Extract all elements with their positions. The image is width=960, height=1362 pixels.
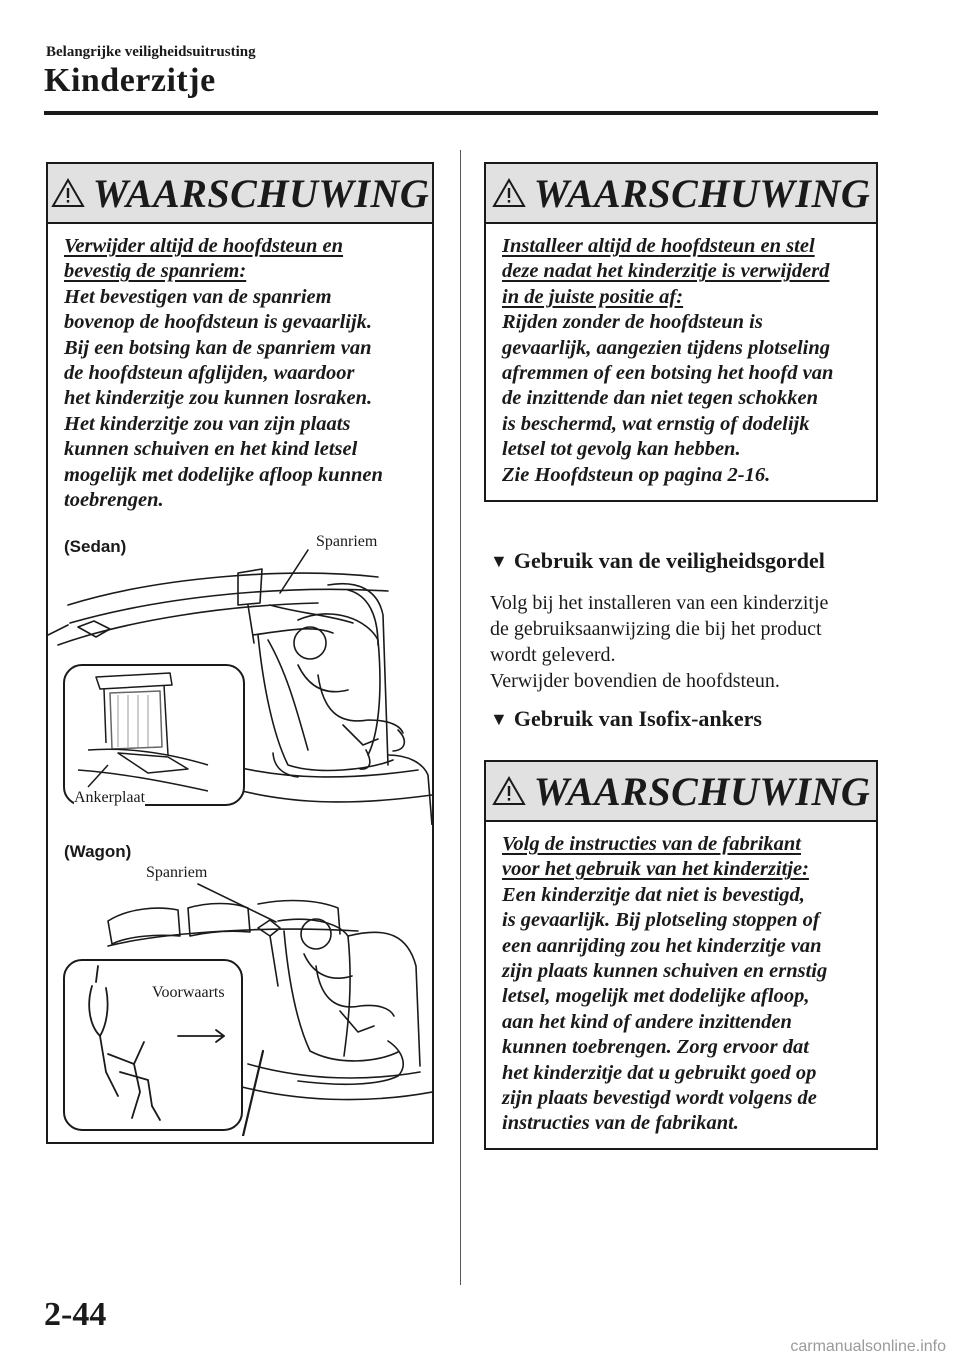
isofix-heading-text: Gebruik van Isofix-ankers [513,706,762,731]
warning-header: WAARSCHUWING [486,164,876,224]
body-line: de gebruiksaanwijzing die bij het produc… [490,618,822,640]
warning-underlined-line: in de juiste positie af: [502,285,684,308]
warning-underlined-line: Verwijder altijd de hoofdsteun en [64,235,344,257]
warning-triangle-icon [51,178,85,207]
warning-title: WAARSCHUWING [92,170,430,216]
sedan-illustration: (Sedan) Spanriem [48,525,432,825]
warning-line: afremmen of een botsing het hoofd van [502,362,834,385]
forward-callout: Voorwaarts [152,984,225,1001]
seatbelt-heading-text: Gebruik van de veiligheidsgordel [513,548,825,573]
warning-line: aan het kind of andere inzittenden [502,1010,792,1033]
page-title: Kinderzitje [44,62,216,99]
anchor-plate-callout: Ankerplaat [74,789,146,807]
page-number: 2-44 [44,1296,107,1333]
strap-callout: Spanriem [316,533,378,550]
warning-line: het kinderzitje dat u gebruikt goed op [502,1061,817,1084]
body-line: Volg bij het installeren van een kinderz… [490,592,829,614]
warning-title: WAARSCHUWING [533,170,871,216]
warning-line: het kinderzitje zou kunnen losraken. [64,387,373,410]
warning-line: bovenop de hoofdsteun is gevaarlijk. [64,311,373,334]
wagon-label: (Wagon) [64,842,132,861]
warning-line: toebrengen. [64,489,164,512]
body-line: wordt geleverd. [490,644,616,666]
wagon-illustration: (Wagon) Spanriem [48,836,432,1136]
watermark: carmanualsonline.info [790,1338,946,1355]
warning-triangle-icon [492,776,526,805]
warning-body: Volg de instructies van de fabrikant voo… [486,822,876,1137]
sedan-label: (Sedan) [64,537,127,556]
body-line: Verwijder bovendien de hoofdsteun. [490,670,780,692]
warning-triangle-icon [492,178,526,207]
title-rule [44,111,878,115]
warning-line: kunnen toebrengen. Zorg ervoor dat [502,1036,809,1059]
sedan-seat-drawing [48,549,432,825]
section-triangle-icon: ▼ [490,708,508,729]
warning-line: mogelijk met dodelijke afloop kunnen [64,463,383,486]
warning-underlined-line: deze nadat het kinderzitje is verwijderd [502,260,830,283]
warning-line: is gevaarlijk. Bij plotseling stoppen of [502,909,820,932]
section-triangle-icon: ▼ [490,550,508,571]
warning-box-right-top: WAARSCHUWING Installeer altijd de hoofds… [484,162,878,502]
warning-line: de inzittende dan niet tegen schokken [502,387,819,410]
warning-line: is beschermd, wat ernstig of dodelijk [502,412,810,435]
warning-header: WAARSCHUWING [48,164,432,224]
warning-line: Rijden zonder de hoofdsteun is [502,311,763,334]
warning-line: letsel, mogelijk met dodelijke afloop, [502,985,810,1008]
warning-box-right-bottom: WAARSCHUWING Volg de instructies van de … [484,760,878,1150]
warning-line: gevaarlijk, aangezien tijdens plotseling [502,336,831,359]
warning-line: Het kinderzitje zou van zijn plaats [64,412,351,435]
warning-line: Bij een botsing kan de spanriem van [64,336,372,359]
warning-line: een aanrijding zou het kinderzitje van [502,934,822,957]
warning-line: instructies van de fabrikant. [502,1112,739,1135]
warning-header: WAARSCHUWING [486,762,876,822]
warning-line: Zie Hoofdsteun op pagina 2-16. [502,463,771,486]
warning-underlined-line: bevestig de spanriem: [64,260,247,283]
warning-line: kunnen schuiven en het kind letsel [64,438,358,461]
section-label: Belangrijke veiligheidsuitrusting [46,44,256,60]
seatbelt-heading: ▼ Gebruik van de veiligheidsgordel [490,548,825,574]
warning-line: de hoofdsteun afglijden, waardoor [64,362,355,385]
warning-line: Het bevestigen van de spanriem [64,285,332,308]
warning-line: letsel tot gevolg kan hebben. [502,438,741,461]
warning-body: Verwijder altijd de hoofdsteun en bevest… [48,224,432,513]
strap-callout: Spanriem [146,864,208,881]
warning-line: zijn plaats kunnen schuiven en ernstig [502,960,828,983]
warning-line: Een kinderzitje dat niet is bevestigd, [502,883,805,906]
warning-line: zijn plaats bevestigd wordt volgens de [502,1087,817,1110]
warning-title: WAARSCHUWING [533,768,871,814]
isofix-heading: ▼ Gebruik van Isofix-ankers [490,706,762,732]
seatbelt-text: Volg bij het installeren van een kinderz… [490,590,880,694]
warning-body: Installeer altijd de hoofdsteun en stel … [486,224,876,488]
warning-underlined-line: Volg de instructies van de fabrikant [502,833,801,855]
column-divider [460,150,461,1285]
warning-underlined-line: Installeer altijd de hoofdsteun en stel [502,235,815,257]
warning-underlined-line: voor het gebruik van het kinderzitje: [502,858,809,881]
wagon-seat-drawing [63,883,432,1136]
